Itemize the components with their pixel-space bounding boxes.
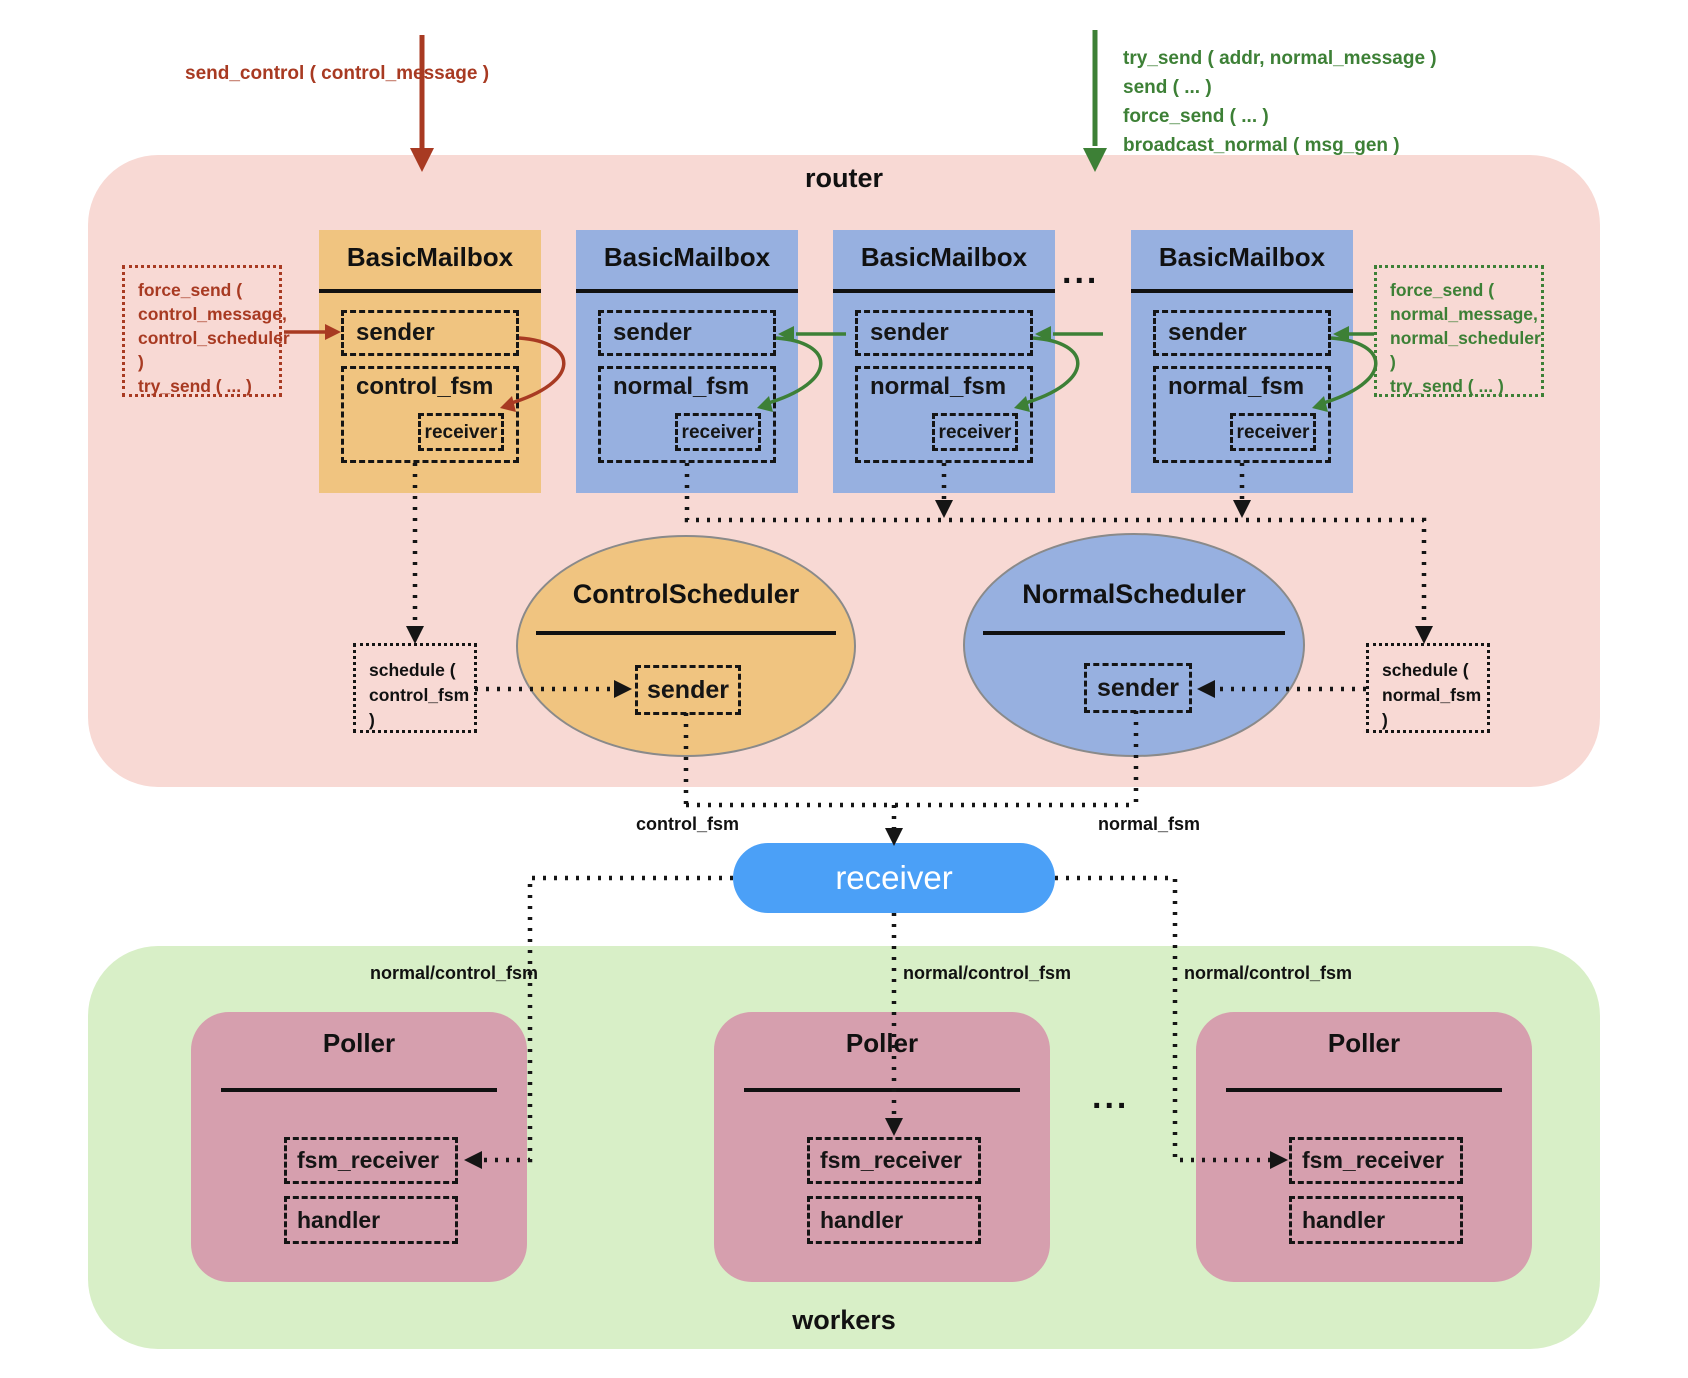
poller-3: Poller fsm_receiver handler bbox=[1196, 1012, 1532, 1282]
mailbox-fsm-label: normal_fsm bbox=[870, 373, 1007, 400]
broadcast-label-line: broadcast_normal ( msg_gen ) bbox=[1123, 135, 1400, 156]
poller-divider bbox=[744, 1088, 1020, 1092]
scheduler-divider bbox=[536, 631, 836, 635]
poller-1: Poller fsm_receiver handler bbox=[191, 1012, 527, 1282]
send-control-label: send_control ( control_message ) bbox=[185, 63, 490, 84]
mailbox-title: BasicMailbox bbox=[603, 242, 771, 272]
schedule-line: schedule ( bbox=[369, 660, 456, 680]
mailbox-divider bbox=[833, 289, 1055, 293]
control-scheduler-sender-box: sender bbox=[635, 665, 741, 715]
poller-title: Poller bbox=[845, 1028, 919, 1058]
mailbox-normal-3: BasicMailbox sender normal_fsm receiver bbox=[1131, 230, 1353, 493]
poller-handler-box: handler bbox=[1289, 1196, 1463, 1244]
schedule-line: ) bbox=[1382, 710, 1388, 730]
mailbox-title: BasicMailbox bbox=[1158, 242, 1326, 272]
mailbox-ellipsis: ... bbox=[1062, 253, 1100, 291]
scheduler-divider bbox=[983, 631, 1285, 635]
mailbox-sender-box: sender bbox=[598, 310, 776, 356]
poller-divider bbox=[1226, 1088, 1502, 1092]
poller-fsm-receiver-box: fsm_receiver bbox=[1289, 1137, 1463, 1184]
schedule-line: normal_fsm bbox=[1382, 685, 1482, 705]
poller-ellipsis: ... bbox=[1092, 1078, 1130, 1116]
note-line: normal_scheduler bbox=[1390, 328, 1541, 348]
poller-title: Poller bbox=[1327, 1028, 1401, 1058]
note-line: normal_message, bbox=[1390, 304, 1538, 324]
note-line: ) bbox=[1390, 352, 1396, 372]
mailbox-normal-1: BasicMailbox sender normal_fsm receiver bbox=[576, 230, 798, 493]
mailbox-sender-box: sender bbox=[855, 310, 1033, 356]
mailbox-control: BasicMailbox sender control_fsm receiver bbox=[319, 230, 541, 493]
mailbox-title: BasicMailbox bbox=[346, 242, 514, 272]
mailbox-fsm-label: control_fsm bbox=[356, 373, 494, 400]
note-line: control_message, bbox=[138, 304, 287, 324]
note-line: try_send ( ... ) bbox=[1390, 376, 1504, 396]
schedule-line: ) bbox=[369, 710, 375, 730]
mailbox-fsm-label: normal_fsm bbox=[613, 373, 750, 400]
mailbox-receiver-box: receiver bbox=[418, 413, 504, 451]
mailbox-fsm-box: control_fsm receiver bbox=[341, 366, 519, 463]
broadcast-label-line: force_send ( ... ) bbox=[1123, 106, 1269, 127]
worker-edge-label-1: normal/control_fsm bbox=[370, 963, 539, 983]
control-scheduler: ControlScheduler sender bbox=[516, 535, 856, 757]
mailbox-divider bbox=[319, 289, 541, 293]
mailbox-receiver-box: receiver bbox=[932, 413, 1018, 451]
mailbox-receiver-box: receiver bbox=[675, 413, 761, 451]
poller-divider bbox=[221, 1088, 497, 1092]
mailbox-fsm-box: normal_fsm receiver bbox=[1153, 366, 1331, 463]
note-line: force_send ( bbox=[1390, 280, 1495, 300]
mailbox-sender-box: sender bbox=[1153, 310, 1331, 356]
force-send-control-note: force_send ( control_message, control_sc… bbox=[122, 265, 290, 397]
poller-fsm-receiver-box: fsm_receiver bbox=[284, 1137, 458, 1184]
router-title: router bbox=[804, 163, 883, 193]
broadcast-label-line: send ( ... ) bbox=[1123, 77, 1212, 98]
note-line: force_send ( bbox=[138, 280, 243, 300]
normal-scheduler-title: NormalScheduler bbox=[1022, 579, 1246, 609]
mailbox-fsm-box: normal_fsm receiver bbox=[855, 366, 1033, 463]
poller-handler-box: handler bbox=[807, 1196, 981, 1244]
poller-title: Poller bbox=[322, 1028, 396, 1058]
mailbox-receiver-box: receiver bbox=[1230, 413, 1316, 451]
schedule-line: schedule ( bbox=[1382, 660, 1469, 680]
schedule-control-box: schedule ( control_fsm ) bbox=[353, 643, 477, 733]
note-line: ) bbox=[138, 352, 144, 372]
schedule-line: control_fsm bbox=[369, 685, 470, 705]
mailbox-fsm-box: normal_fsm receiver bbox=[598, 366, 776, 463]
control-scheduler-title: ControlScheduler bbox=[572, 579, 800, 609]
broadcast-label-line: try_send ( addr, normal_message ) bbox=[1123, 48, 1437, 69]
mailbox-divider bbox=[576, 289, 798, 293]
mailbox-sender-box: sender bbox=[341, 310, 519, 356]
note-line: control_scheduler bbox=[138, 328, 290, 348]
mailbox-normal-2: BasicMailbox sender normal_fsm receiver bbox=[833, 230, 1055, 493]
worker-edge-label-3: normal/control_fsm bbox=[1184, 963, 1353, 983]
send-control-arrow bbox=[410, 35, 434, 172]
mailbox-fsm-label: normal_fsm bbox=[1168, 373, 1305, 400]
poller-2: Poller fsm_receiver handler bbox=[714, 1012, 1050, 1282]
force-send-normal-note: force_send ( normal_message, normal_sche… bbox=[1374, 265, 1544, 397]
broadcast-arrow bbox=[1083, 30, 1107, 172]
note-line: try_send ( ... ) bbox=[138, 376, 252, 396]
receiver-node: receiver bbox=[733, 843, 1055, 913]
workers-title: workers bbox=[792, 1305, 896, 1335]
poller-handler-box: handler bbox=[284, 1196, 458, 1244]
mailbox-title: BasicMailbox bbox=[860, 242, 1028, 272]
worker-edge-label-2: normal/control_fsm bbox=[903, 963, 1072, 983]
normal-scheduler-sender-box: sender bbox=[1084, 663, 1192, 713]
normal-fsm-edge-label: normal_fsm bbox=[1098, 814, 1201, 834]
broadcast-labels: try_send ( addr, normal_message ) send (… bbox=[1123, 44, 1437, 160]
poller-fsm-receiver-box: fsm_receiver bbox=[807, 1137, 981, 1184]
normal-scheduler: NormalScheduler sender bbox=[963, 533, 1305, 757]
schedule-normal-box: schedule ( normal_fsm ) bbox=[1366, 643, 1490, 733]
control-fsm-edge-label: control_fsm bbox=[636, 814, 740, 834]
mailbox-divider bbox=[1131, 289, 1353, 293]
